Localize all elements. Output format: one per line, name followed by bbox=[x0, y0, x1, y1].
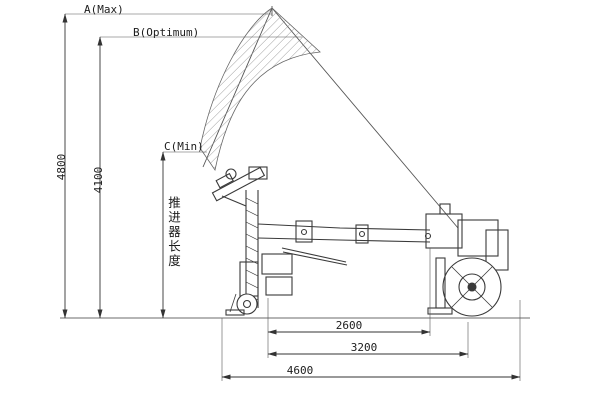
drill-feed-head bbox=[211, 166, 268, 207]
extension-lines bbox=[65, 13, 521, 381]
dim-label-3200: 3200 bbox=[350, 341, 378, 354]
dim-label-4800: 4800 bbox=[55, 153, 68, 181]
console-cluster bbox=[239, 253, 293, 297]
dimension-lines bbox=[62, 13, 521, 380]
carrier-body bbox=[425, 203, 509, 271]
dim-label-2600: 2600 bbox=[335, 319, 363, 332]
label-c-min: C(Min) bbox=[164, 140, 204, 153]
label-feed-length: 推进器长度 bbox=[166, 196, 181, 269]
boom-envelope bbox=[199, 6, 459, 229]
dim-label-4600: 4600 bbox=[286, 364, 314, 377]
label-b-optimum: B(Optimum) bbox=[133, 26, 200, 39]
rear-wheel bbox=[442, 257, 502, 317]
boom-arm bbox=[257, 220, 432, 266]
dim-label-4100: 4100 bbox=[92, 166, 105, 194]
hatched-arc-band bbox=[199, 7, 321, 172]
stabilizer-jack bbox=[427, 257, 453, 315]
front-roller bbox=[225, 293, 258, 316]
drill-rig-drawing bbox=[60, 166, 530, 319]
mast bbox=[245, 190, 259, 308]
label-a-max: A(Max) bbox=[84, 3, 124, 16]
